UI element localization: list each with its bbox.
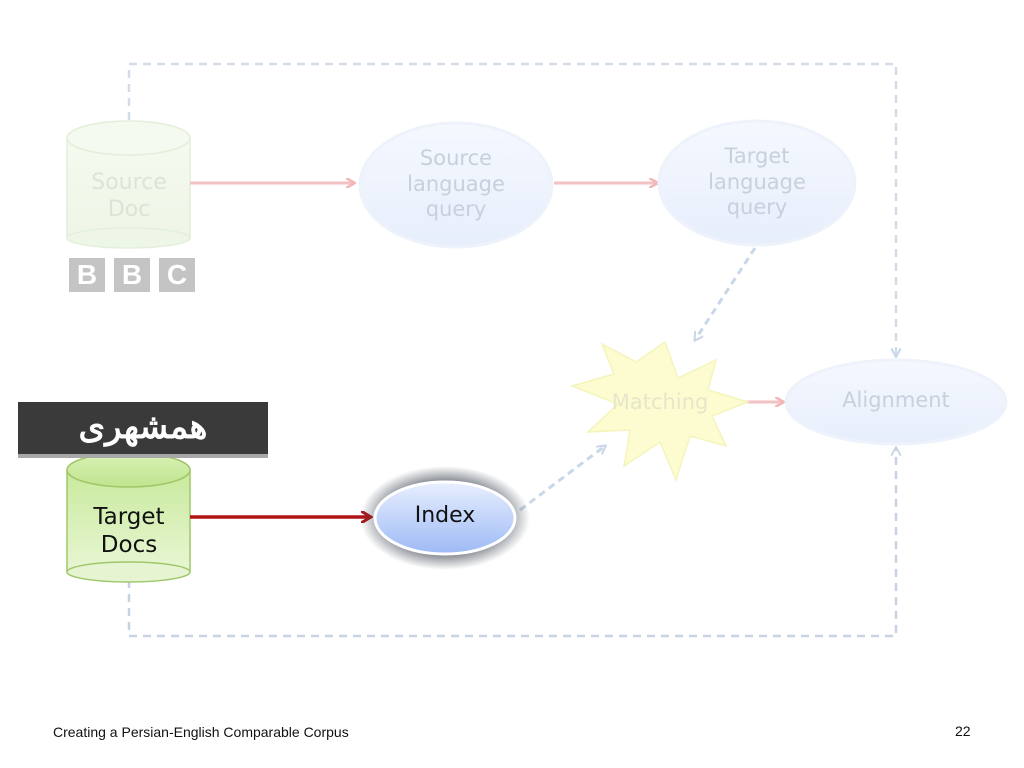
alignment-node	[784, 358, 1008, 446]
target-language-query-node	[657, 119, 857, 247]
hamshahri-logo: همشهری	[18, 402, 268, 458]
index-node	[373, 480, 517, 556]
source-language-query-node	[358, 121, 554, 249]
source-doc-label: Source Doc	[91, 170, 167, 222]
source-doc-cylinder	[66, 120, 191, 249]
bbc-logo-letter-b1: B	[69, 258, 105, 292]
target-language-query-label: Target language query	[708, 144, 806, 220]
index-label: Index	[414, 503, 476, 528]
matching-starburst	[569, 340, 751, 483]
page-number: 22	[955, 723, 971, 739]
footer-title: Creating a Persian-English Comparable Co…	[53, 724, 349, 740]
target-docs-label: Target Docs	[93, 504, 165, 559]
bbc-logo-letter-b2: B	[114, 258, 150, 292]
source-language-query-label: Source language query	[407, 146, 505, 222]
bbc-logo-letter-c: C	[159, 258, 195, 292]
arrow-target-query-to-matching	[695, 247, 757, 340]
target-docs-cylinder	[66, 452, 191, 583]
arrow-index-to-matching	[519, 446, 605, 512]
feedback-loop-bottom	[127, 448, 896, 638]
feedback-loop-top	[127, 62, 896, 356]
matching-label: Matching	[611, 390, 709, 414]
alignment-label: Alignment	[842, 388, 950, 412]
